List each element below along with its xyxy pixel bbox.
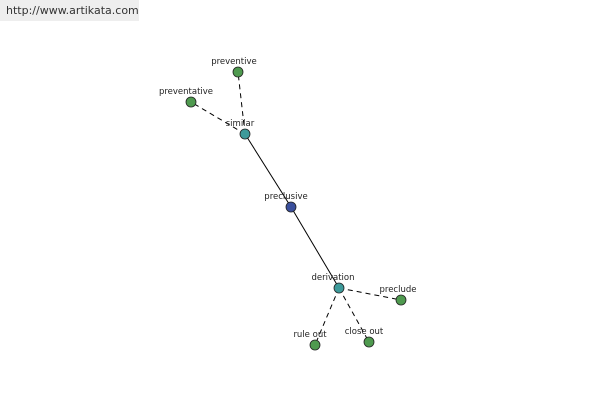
edge-similar-preventive xyxy=(237,71,246,135)
edge-derivation-rule-out xyxy=(314,287,340,346)
node-dot-similar[interactable] xyxy=(239,128,251,140)
node-dot-preventative[interactable] xyxy=(185,96,197,108)
node-derivation[interactable]: derivation xyxy=(311,273,355,294)
nodes-layer: preclusive similar derivation preventive pre… xyxy=(159,57,417,351)
node-preclusive[interactable]: preclusive xyxy=(264,192,308,213)
edge-preclusive-derivation xyxy=(290,206,340,289)
edge-derivation-preclude xyxy=(338,287,402,301)
edges-layer xyxy=(190,71,402,346)
node-label-derivation[interactable]: derivation xyxy=(311,273,354,283)
node-label-preclusive[interactable]: preclusive xyxy=(264,192,307,202)
node-label-preventive[interactable]: preventive xyxy=(211,57,257,67)
node-label-preventative[interactable]: preventative xyxy=(159,87,213,97)
node-dot-rule-out[interactable] xyxy=(309,339,321,351)
edge-preclusive-similar xyxy=(244,133,292,208)
node-dot-preclude[interactable] xyxy=(395,294,407,306)
node-similar[interactable]: similar xyxy=(226,119,255,140)
node-dot-derivation[interactable] xyxy=(333,282,345,294)
node-close-out[interactable]: close out xyxy=(345,327,384,348)
edge-similar-preventative xyxy=(190,101,246,135)
node-label-similar[interactable]: similar xyxy=(226,119,255,129)
node-label-close-out[interactable]: close out xyxy=(345,327,384,337)
node-dot-preventive[interactable] xyxy=(232,66,244,78)
node-dot-preclusive[interactable] xyxy=(285,201,297,213)
node-preventative[interactable]: preventative xyxy=(159,87,213,108)
node-label-rule-out[interactable]: rule out xyxy=(293,330,327,340)
site-url-banner[interactable]: http://www.artikata.com xyxy=(0,0,139,21)
node-dot-close-out[interactable] xyxy=(363,336,375,348)
node-rule-out[interactable]: rule out xyxy=(293,330,327,351)
node-preventive[interactable]: preventive xyxy=(211,57,257,78)
edge-derivation-close-out xyxy=(338,287,370,343)
node-label-preclude[interactable]: preclude xyxy=(380,285,417,295)
node-preclude[interactable]: preclude xyxy=(380,285,417,306)
